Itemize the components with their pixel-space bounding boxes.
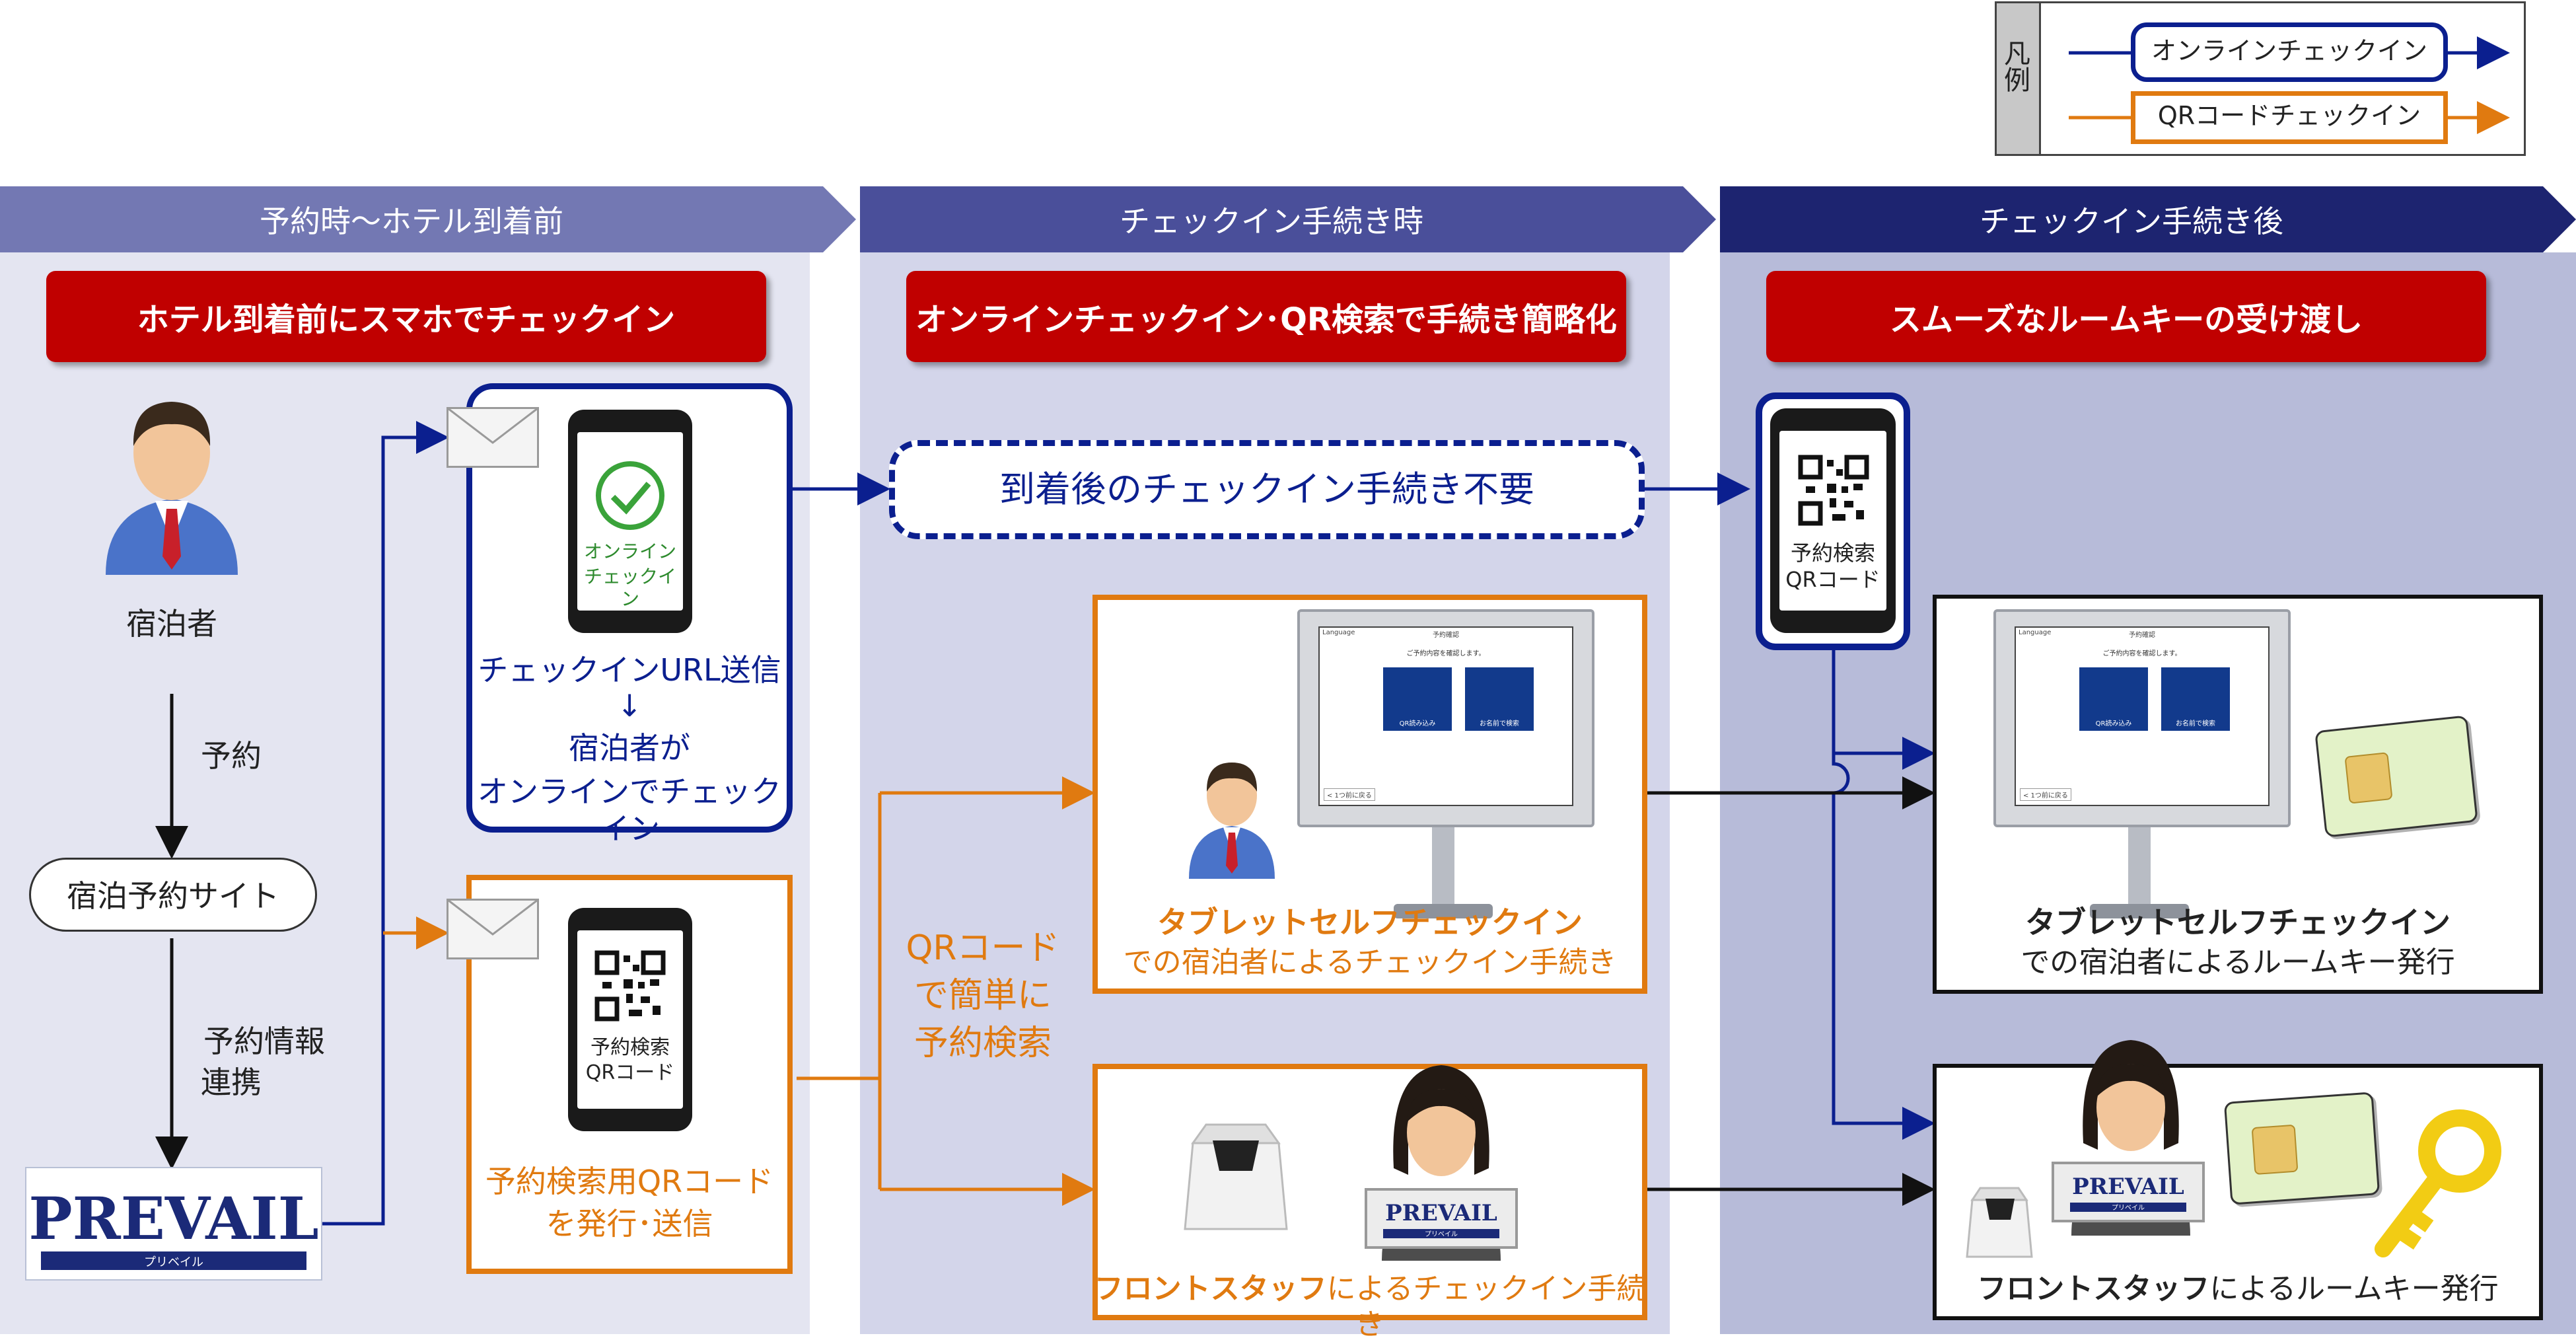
kiosk-base — [1394, 904, 1493, 918]
reservation-site — [29, 858, 317, 932]
tablet-key-rest: での宿泊者によるルームキー発行 — [2021, 946, 2455, 979]
mail-flap-icon-qr — [447, 899, 538, 936]
front-checkin-rest: によるチェックイン手続き — [1326, 1272, 1646, 1341]
right-phone-label-2: QRコード — [1785, 567, 1880, 592]
guest-avatar-icon — [106, 402, 238, 575]
guest-label: 宿泊者 — [126, 606, 217, 642]
qr-text-2: を発行･送信 — [546, 1206, 713, 1242]
legend-title-cell — [1995, 1, 2041, 156]
mail-icon-qr — [447, 899, 539, 959]
reserve-label: 予約 — [201, 738, 262, 774]
front-key-text: フロントスタッフによるルームキー発行 — [1933, 1271, 2543, 1307]
qr-phone-label-1: 予約検索 — [590, 1036, 670, 1059]
front-key-bold: フロントスタッフ — [1977, 1272, 2210, 1306]
kiosk-stand-right — [2128, 827, 2151, 907]
kiosk-tablet-icon-right: Language 予約確認 ご予約内容を確認します。 QR読み込み お名前で検索… — [1993, 609, 2291, 827]
card-reader-icon — [1184, 1123, 1288, 1230]
reservation-site-label: 宿泊予約サイト — [67, 878, 279, 914]
check-circle-icon — [596, 461, 664, 530]
kiosk-tablet-icon: Language 予約確認 ご予約内容を確認します。 QR読み込み お名前で検索… — [1297, 609, 1594, 827]
qr-search-line2: で簡単に — [913, 976, 1052, 1016]
no-checkin-needed-label: 到着後のチェックイン手続き不要 — [999, 468, 1534, 510]
key-icon — [2375, 1109, 2501, 1257]
phase-3-title: チェックイン手続き後 — [1980, 204, 2283, 239]
qr-code-icon-right — [1798, 455, 1869, 526]
phase-1-banner: ホテル到着前にスマホでチェックイン — [46, 271, 766, 362]
link-label-line2: 連携 — [201, 1064, 262, 1100]
prevail-laptop-icon-right: PREVAIL プリベイル — [2052, 1162, 2205, 1222]
ic-card-icon-2 — [2223, 1092, 2380, 1205]
qr-search-line3: 予約検索 — [913, 1024, 1052, 1063]
phase-headers — [0, 186, 2576, 252]
online-phone-label-1: オンライン — [583, 541, 676, 562]
qr-phone-label-2: QRコード — [585, 1061, 675, 1084]
phase-2-banner: オンラインチェックイン･QR検索で手続き簡略化 — [906, 271, 1626, 362]
online-phone-label-2: チェックイン — [583, 566, 676, 611]
link-label-line1: 予約情報 — [203, 1024, 325, 1059]
legend-online-label: オンラインチェックイン — [2151, 36, 2427, 65]
qr-search-line1: QRコード — [906, 928, 1060, 968]
legend-online-box — [2131, 22, 2448, 82]
kiosk-base-right — [2090, 904, 2189, 918]
tablet-checkin-bold: タブレットセルフチェックイン — [1157, 905, 1583, 940]
online-text-3: オンラインでチェックイン — [478, 774, 781, 847]
prevail-logo: PREVAIL プリベイル — [25, 1167, 322, 1281]
phase-1-title: 予約時～ホテル到着前 — [260, 204, 563, 239]
front-checkin-text: フロントスタッフによるチェックイン手続き — [1092, 1271, 1647, 1342]
online-text-1: チェックインURL送信 — [478, 652, 781, 688]
right-phone-label-1: 予約検索 — [1790, 541, 1875, 566]
qr-code-icon — [594, 950, 666, 1022]
mail-flap-icon — [447, 407, 538, 444]
ic-card-icon — [2314, 715, 2478, 838]
legend-qr-box — [2131, 91, 2448, 144]
phase-3-banner: スムーズなルームキーの受け渡し — [1766, 271, 2486, 362]
tablet-key-bold: タブレットセルフチェックイン — [2025, 905, 2451, 940]
qr-text-1: 予約検索用QRコード — [485, 1164, 774, 1199]
legend-qr-label: QRコードチェックイン — [2157, 101, 2421, 130]
online-text-2: 宿泊者が — [569, 730, 690, 766]
guest-small-icon — [1189, 763, 1275, 879]
legend-title: 凡例 — [1999, 40, 2030, 93]
tablet-checkin-rest: での宿泊者によるチェックイン手続き — [1123, 946, 1617, 979]
front-checkin-box — [1092, 1064, 1647, 1320]
prevail-laptop-icon: PREVAIL プリベイル — [1365, 1188, 1518, 1249]
front-key-rest: によるルームキー発行 — [2209, 1272, 2499, 1306]
mail-icon — [447, 407, 539, 468]
no-checkin-needed-box — [889, 440, 1645, 539]
online-text-arrow: ↓ — [616, 688, 643, 724]
front-checkin-bold: フロントスタッフ — [1094, 1272, 1327, 1306]
card-reader-icon-right — [1966, 1187, 2033, 1258]
kiosk-stand — [1432, 827, 1454, 907]
online-phone-icon — [568, 410, 692, 633]
phase-2-title: チェックイン手続き時 — [1120, 204, 1423, 239]
